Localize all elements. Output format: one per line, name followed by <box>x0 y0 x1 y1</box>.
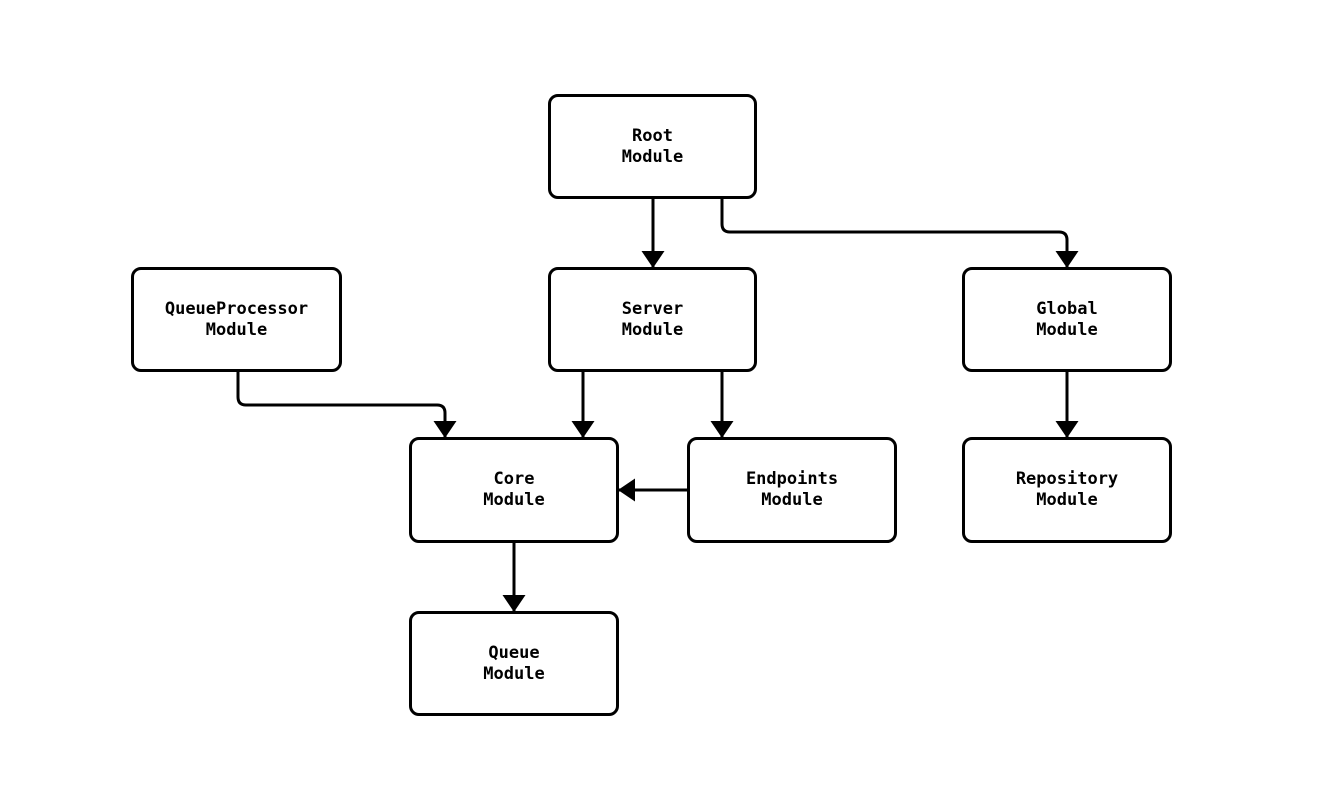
node-server-module: Server Module <box>548 267 757 372</box>
node-core-module-label: Core Module <box>483 469 545 510</box>
node-queueprocessor-module: QueueProcessor Module <box>131 267 342 372</box>
node-global-module: Global Module <box>962 267 1172 372</box>
node-core-module: Core Module <box>409 437 619 543</box>
node-repository-module-label: Repository Module <box>1015 469 1119 510</box>
node-queue-module-label: Queue Module <box>483 642 545 684</box>
node-global-module-label: Global Module <box>1036 298 1098 340</box>
node-endpoints-module-label: Endpoints Module <box>745 469 839 510</box>
node-queue-module: Queue Module <box>409 611 619 716</box>
node-server-module-label: Server Module <box>621 298 684 340</box>
edge-root-to-global <box>720 199 1079 268</box>
node-root-module-label: Root Module <box>621 125 684 167</box>
edge-queueprocessor-to-core <box>236 372 457 438</box>
node-root-module: Root Module <box>548 94 757 199</box>
node-endpoints-module: Endpoints Module <box>687 437 897 543</box>
node-repository-module: Repository Module <box>962 437 1172 543</box>
node-queueprocessor-module-label: QueueProcessor Module <box>164 298 309 340</box>
